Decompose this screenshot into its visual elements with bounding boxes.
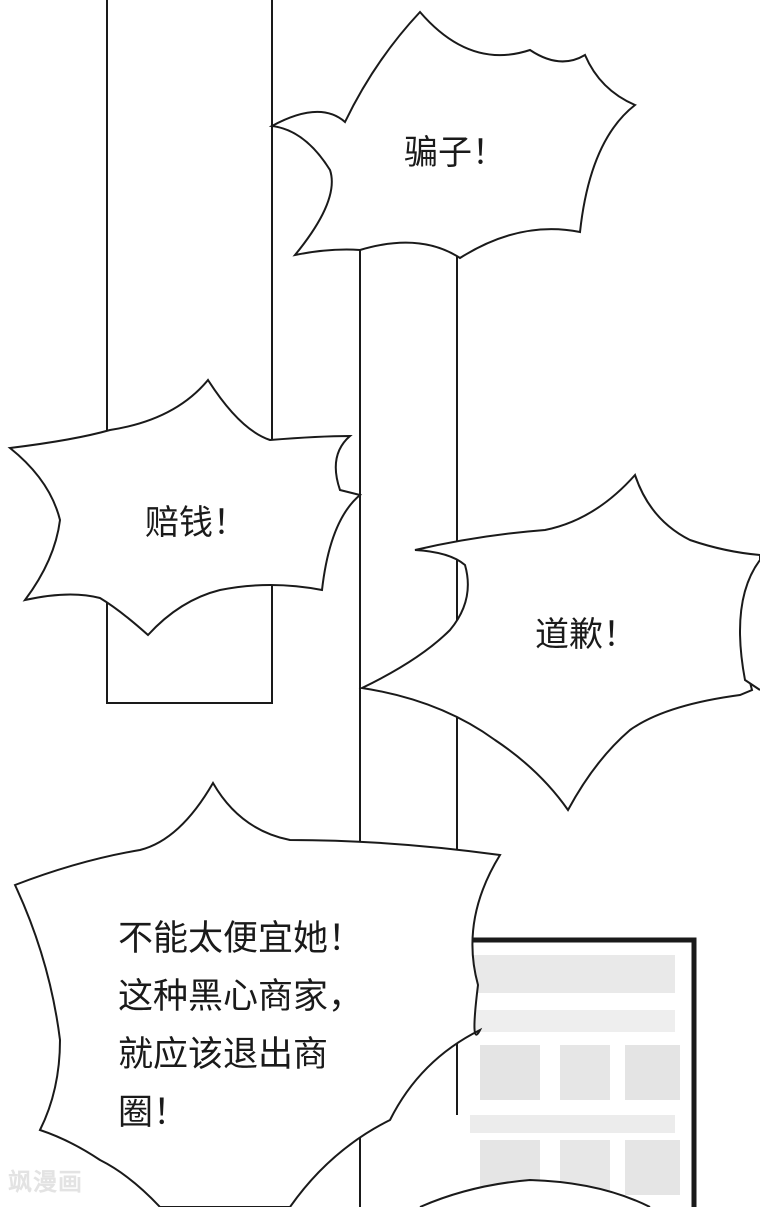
speech-bubble-long [13, 780, 502, 1207]
bubble-text-line: 这种黑心商家， [118, 977, 364, 1017]
speech-bubble-peiqian [7, 378, 363, 637]
bubble-text-daoqian: 道歉！ [535, 615, 637, 655]
speech-bubble-bottom-partial [419, 1178, 651, 1207]
bubble-text-line: 就应该退出商 [118, 1035, 329, 1075]
background-building [458, 940, 694, 1207]
bubble-text-long: 不能太便宜她！ 这种黑心商家， 就应该退出商 圈！ [118, 910, 363, 1142]
bubble-text-peiqian: 赔钱！ [145, 503, 247, 543]
speech-bubble-daoqian [358, 473, 760, 812]
speech-bubble-edge [739, 559, 760, 691]
bubble-text-line: 不能太便宜她！ [118, 919, 364, 959]
bubble-text-line: 圈！ [118, 1093, 189, 1133]
bubble-text-pianzi: 骗子！ [404, 133, 506, 173]
speech-bubble-pianzi [268, 10, 637, 260]
watermark-logo: 飒漫画 [8, 1168, 83, 1196]
